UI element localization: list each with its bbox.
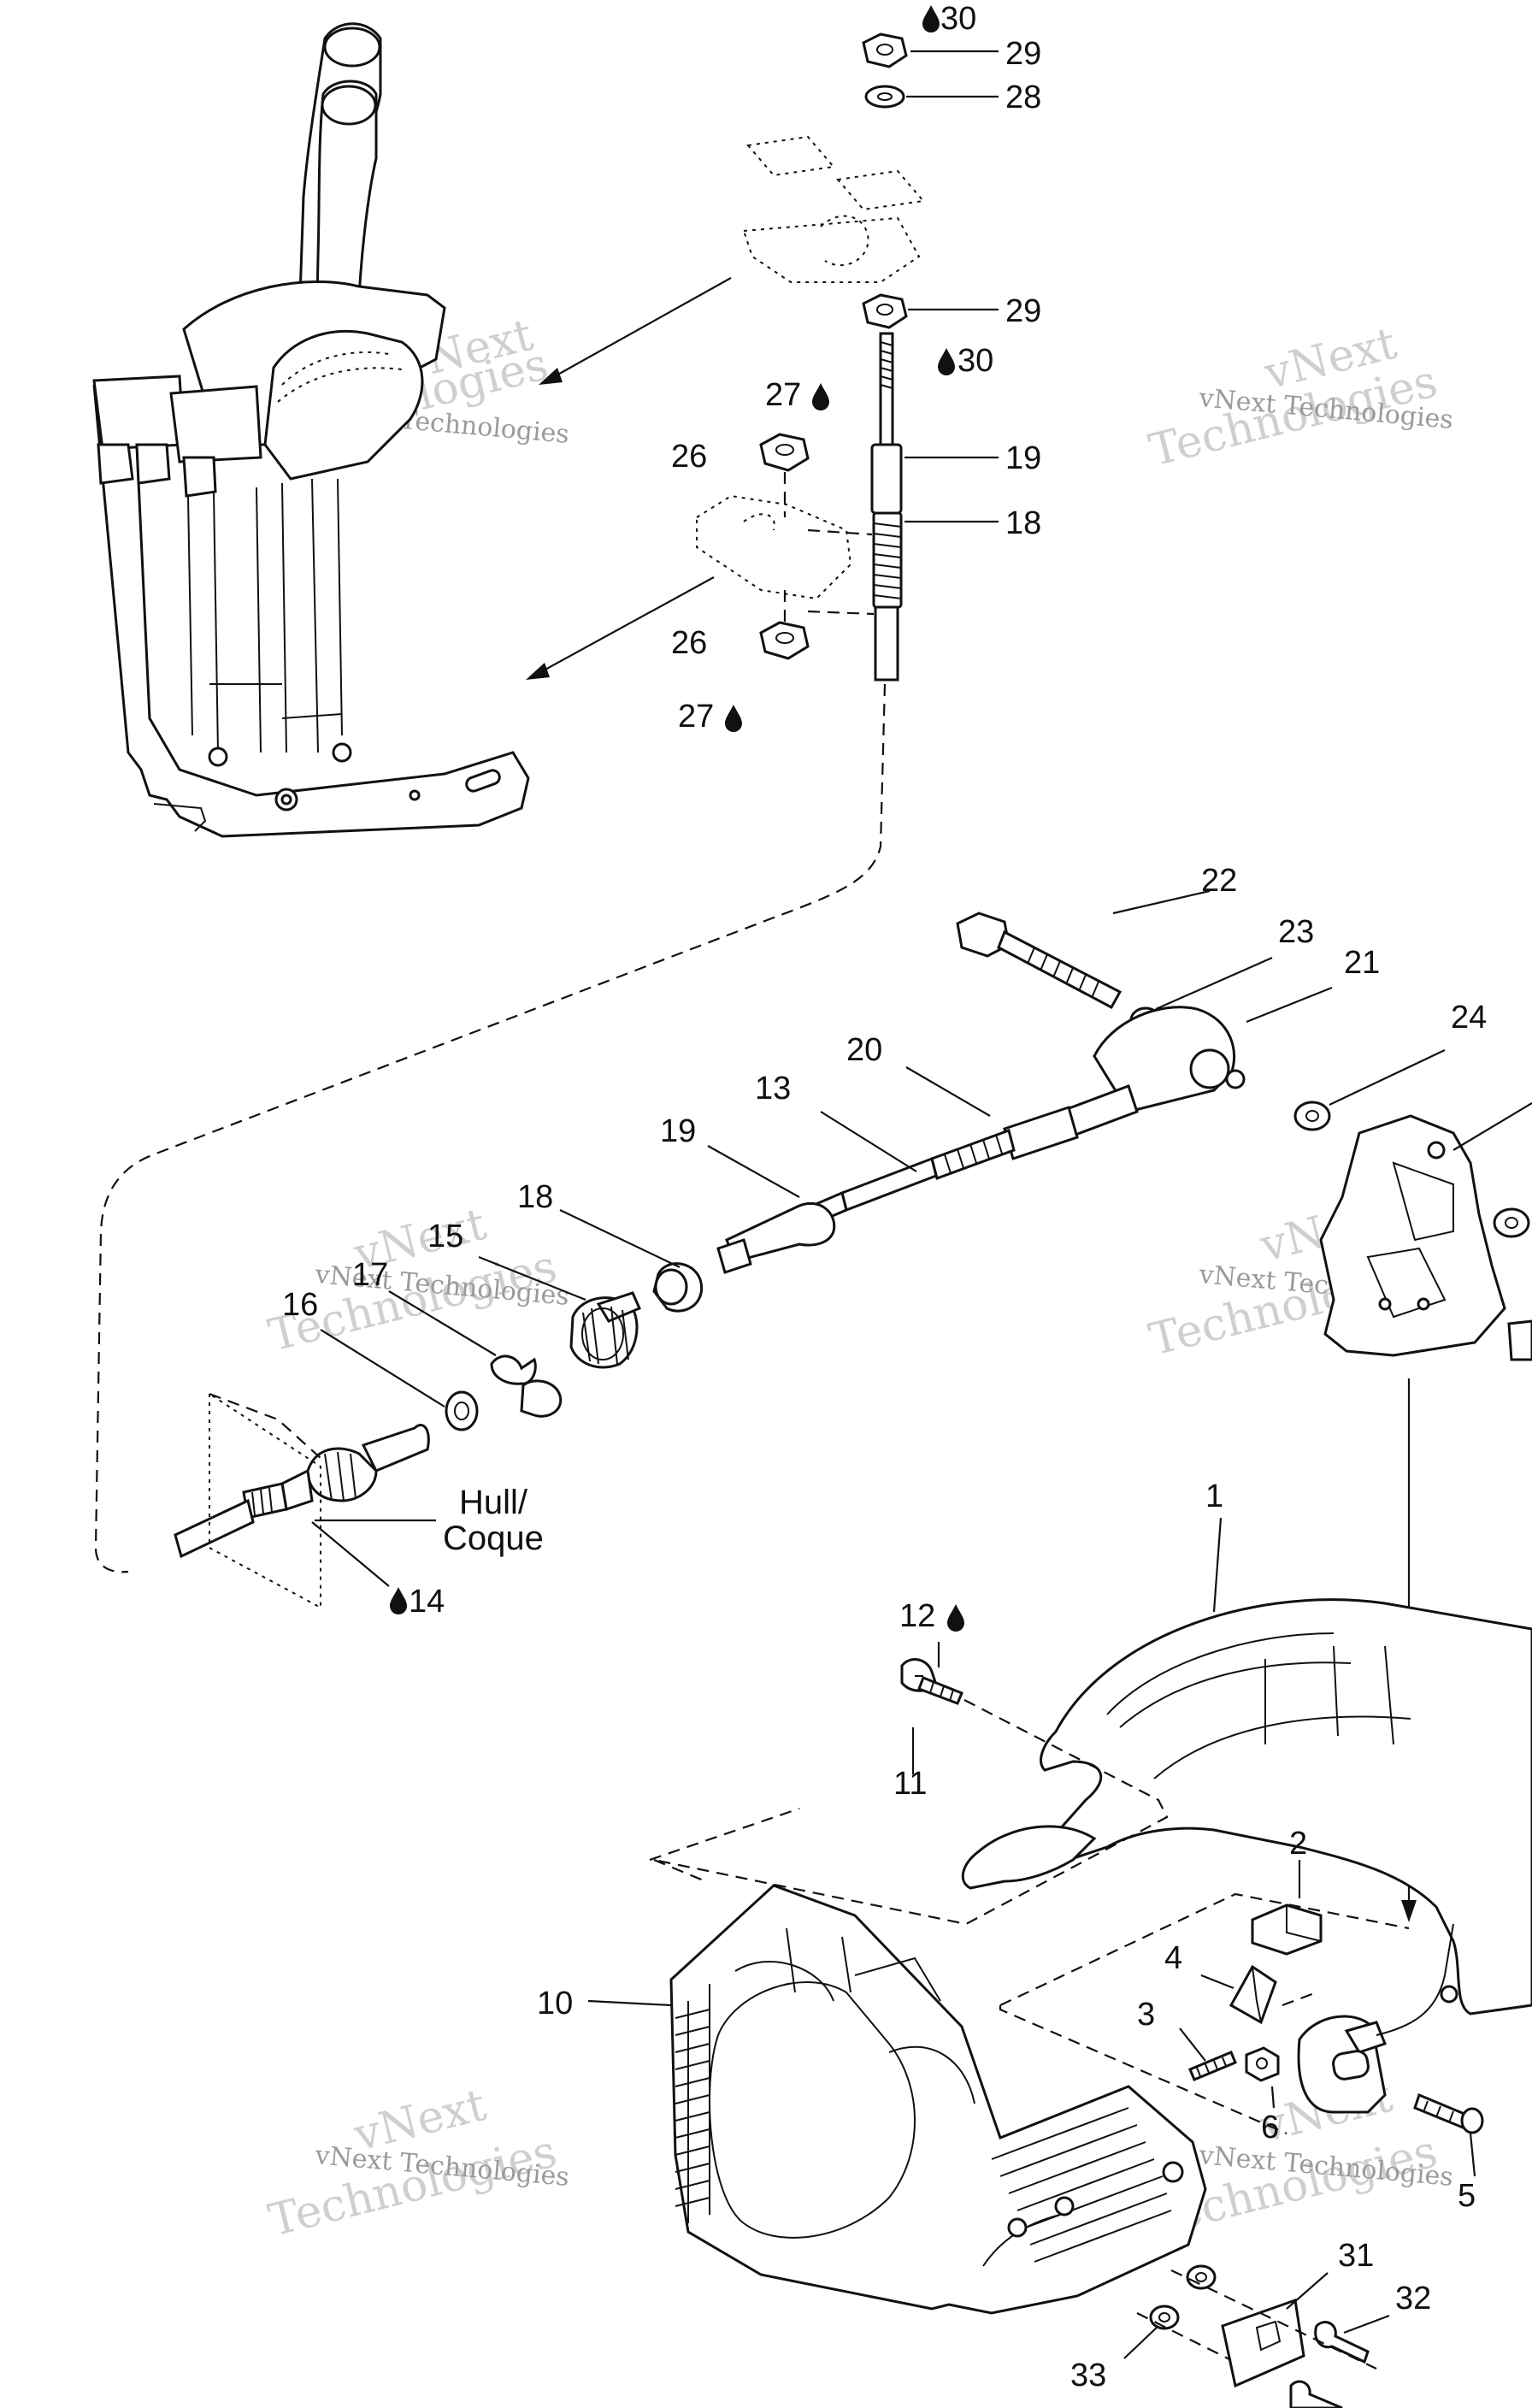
drop-icon bbox=[938, 348, 955, 375]
callout-2: 2 bbox=[1289, 1826, 1307, 1862]
callout-17: 17 bbox=[352, 1257, 388, 1293]
direction-arrows bbox=[526, 277, 732, 680]
callout-5: 5 bbox=[1458, 2178, 1476, 2214]
callout-28: 28 bbox=[1005, 80, 1041, 115]
callout-26-lower: 26 bbox=[671, 625, 707, 661]
callout-10: 10 bbox=[537, 1986, 573, 2021]
callout-12: 12 bbox=[899, 1598, 935, 1634]
callout-30-lower: 30 bbox=[958, 343, 993, 379]
bracket-small-parts bbox=[649, 1642, 1476, 2177]
hull-label-line2: Coque bbox=[443, 1520, 544, 1557]
watermark-mid-left: vNext Technologies vNext Technologies bbox=[264, 1199, 571, 1362]
watermark-bottom-left: vNext Technologies vNext Technologies bbox=[264, 2080, 571, 2247]
control-box-assembly bbox=[92, 22, 530, 838]
callout-33: 33 bbox=[1070, 2358, 1106, 2393]
callout-16: 16 bbox=[282, 1287, 318, 1323]
shift-bracket-1 bbox=[961, 1598, 1532, 2134]
callout-18-cable: 18 bbox=[517, 1179, 553, 1215]
callout-11: 11 bbox=[893, 1766, 927, 1802]
callout-24: 24 bbox=[1451, 1000, 1487, 1036]
callout-6: 6 bbox=[1261, 2110, 1279, 2145]
callout-27-lower: 27 bbox=[678, 699, 714, 735]
callout-18: 18 bbox=[1005, 505, 1041, 541]
callout-13: 13 bbox=[755, 1071, 791, 1107]
callout-26: 26 bbox=[671, 439, 707, 475]
callout-21: 21 bbox=[1344, 945, 1380, 981]
callout-19-cable: 19 bbox=[660, 1113, 696, 1149]
drop-icon bbox=[812, 383, 829, 410]
drop-icon bbox=[725, 705, 742, 732]
callout-4: 4 bbox=[1164, 1940, 1182, 1976]
callout-15: 15 bbox=[427, 1219, 463, 1254]
hull-label-line1: Hull/ bbox=[459, 1484, 528, 1521]
callout-27: 27 bbox=[765, 377, 801, 413]
callout-1: 1 bbox=[1205, 1478, 1223, 1514]
drop-icon bbox=[390, 1587, 407, 1614]
callout-23: 23 bbox=[1278, 914, 1314, 950]
top-cable-hardware bbox=[94, 32, 925, 1573]
bottom-hardware bbox=[1123, 2264, 1390, 2408]
watermark-top-right: vNext Technologies vNext Technologies bbox=[1145, 318, 1455, 477]
callout-19: 19 bbox=[1005, 440, 1041, 476]
callout-22: 22 bbox=[1201, 863, 1237, 899]
drop-icon bbox=[947, 1604, 964, 1632]
housing-10 bbox=[587, 1884, 1207, 2315]
callout-29: 29 bbox=[1005, 36, 1041, 72]
drop-icon bbox=[922, 5, 940, 32]
callout-20: 20 bbox=[846, 1032, 882, 1068]
shift-cable-assembly bbox=[174, 912, 1331, 1609]
callout-32: 32 bbox=[1395, 2281, 1431, 2317]
callout-labels: 30 29 28 29 30 27 26 19 18 26 27 22 23 2… bbox=[282, 1, 1487, 2393]
callout-29-lower: 29 bbox=[1005, 293, 1041, 329]
callout-30: 30 bbox=[940, 1, 976, 37]
callout-14: 14 bbox=[409, 1584, 445, 1620]
callout-3: 3 bbox=[1137, 1997, 1155, 2033]
leader-lines bbox=[315, 50, 1446, 1613]
callout-31: 31 bbox=[1338, 2238, 1374, 2274]
